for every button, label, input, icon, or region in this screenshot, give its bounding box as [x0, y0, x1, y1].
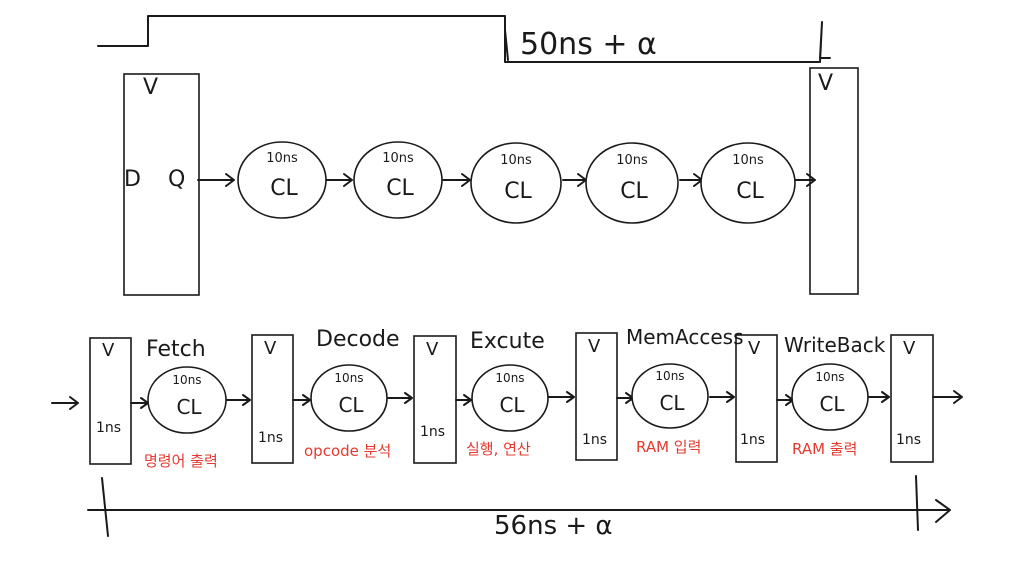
stage-delay-label: 10ns	[655, 369, 684, 383]
clock-mark: V	[264, 338, 277, 359]
pipeline-register-4: V 1ns	[575, 332, 618, 461]
pipeline-register-1: V 1ns	[89, 337, 132, 465]
pipeline-register-3: V 1ns	[413, 335, 457, 464]
stage-delay-label: 10ns	[382, 151, 414, 166]
register-d-label: D	[124, 167, 141, 192]
top-timing-bracket: 50ns + α	[97, 15, 831, 63]
stage-description: opcode 분석	[304, 442, 391, 460]
pipeline-register-2: V 1ns	[251, 334, 294, 464]
stage-name: WriteBack	[784, 333, 886, 357]
clock-mark: V	[588, 336, 601, 357]
stage-fetch: Fetch 10ns CL 명령어 출력	[144, 337, 227, 470]
stage-delay-label: 10ns	[616, 153, 648, 168]
clock-mark: V	[748, 338, 761, 359]
stage-execute: Excute 10ns CL 실행, 연산	[466, 329, 549, 458]
pipeline-input-arrow	[51, 396, 79, 410]
pipeline-output-arrow	[932, 390, 963, 404]
register-delay-label: 1ns	[896, 432, 921, 448]
stage-memaccess: MemAccess 10ns CL RAM 입력	[626, 325, 744, 456]
stage-delay-label: 10ns	[172, 373, 201, 387]
clock-mark: V	[903, 338, 916, 359]
stage-delay-label: 10ns	[815, 370, 844, 384]
top-output-register: V	[809, 67, 859, 295]
stage-cl-label: CL	[736, 179, 764, 204]
stage-cl-label: CL	[176, 395, 202, 419]
register-delay-label: 1ns	[96, 420, 121, 436]
register-q-label: Q	[168, 167, 185, 192]
stage-decode: Decode 10ns CL opcode 분석	[304, 327, 400, 460]
clock-mark: V	[818, 71, 833, 96]
stage-delay-label: 10ns	[266, 151, 298, 166]
register-delay-label: 1ns	[420, 424, 445, 440]
stage-cl-label: CL	[270, 176, 298, 201]
stage-cl-label: CL	[504, 179, 532, 204]
top-logic-stage-5: 10ns CL	[700, 142, 796, 224]
stage-delay-label: 10ns	[495, 371, 524, 385]
top-logic-stage-4: 10ns CL	[585, 142, 679, 224]
top-logic-stage-1: 10ns CL	[237, 141, 327, 219]
top-total-delay-label: 50ns + α	[520, 27, 657, 62]
bottom-total-delay-label: 56ns + α	[494, 511, 613, 541]
top-logic-stage-2: 10ns CL	[353, 141, 443, 219]
stage-description: 실행, 연산	[466, 440, 531, 458]
clock-mark: V	[426, 339, 439, 360]
stage-cl-label: CL	[819, 392, 845, 416]
stage-writeback: WriteBack 10ns CL RAM 출력	[784, 333, 886, 458]
pipeline-register-5: V 1ns	[735, 334, 778, 463]
pipeline-register-6: V 1ns	[890, 334, 934, 463]
top-logic-stage-3: 10ns CL	[470, 142, 562, 224]
stage-cl-label: CL	[620, 179, 648, 204]
stage-cl-label: CL	[659, 391, 685, 415]
stage-description: RAM 출력	[792, 440, 857, 458]
stage-cl-label: CL	[386, 176, 414, 201]
stage-name: MemAccess	[626, 325, 744, 349]
stage-delay-label: 10ns	[334, 371, 363, 385]
clock-mark: V	[143, 75, 158, 100]
stage-name: Decode	[316, 327, 400, 352]
stage-description: RAM 입력	[636, 438, 701, 456]
stage-name: Fetch	[146, 337, 206, 362]
stage-name: Excute	[470, 329, 545, 354]
clock-mark: V	[102, 340, 115, 361]
register-delay-label: 1ns	[258, 430, 283, 446]
register-delay-label: 1ns	[740, 432, 765, 448]
register-delay-label: 1ns	[582, 432, 607, 448]
top-input-register: V D Q	[123, 73, 200, 296]
bottom-arrows	[130, 391, 890, 409]
bottom-timing-line: 56ns + α	[87, 475, 951, 541]
stage-description: 명령어 출력	[144, 452, 218, 470]
stage-delay-label: 10ns	[500, 153, 532, 168]
stage-cl-label: CL	[338, 393, 364, 417]
stage-cl-label: CL	[499, 393, 525, 417]
stage-delay-label: 10ns	[732, 153, 764, 168]
